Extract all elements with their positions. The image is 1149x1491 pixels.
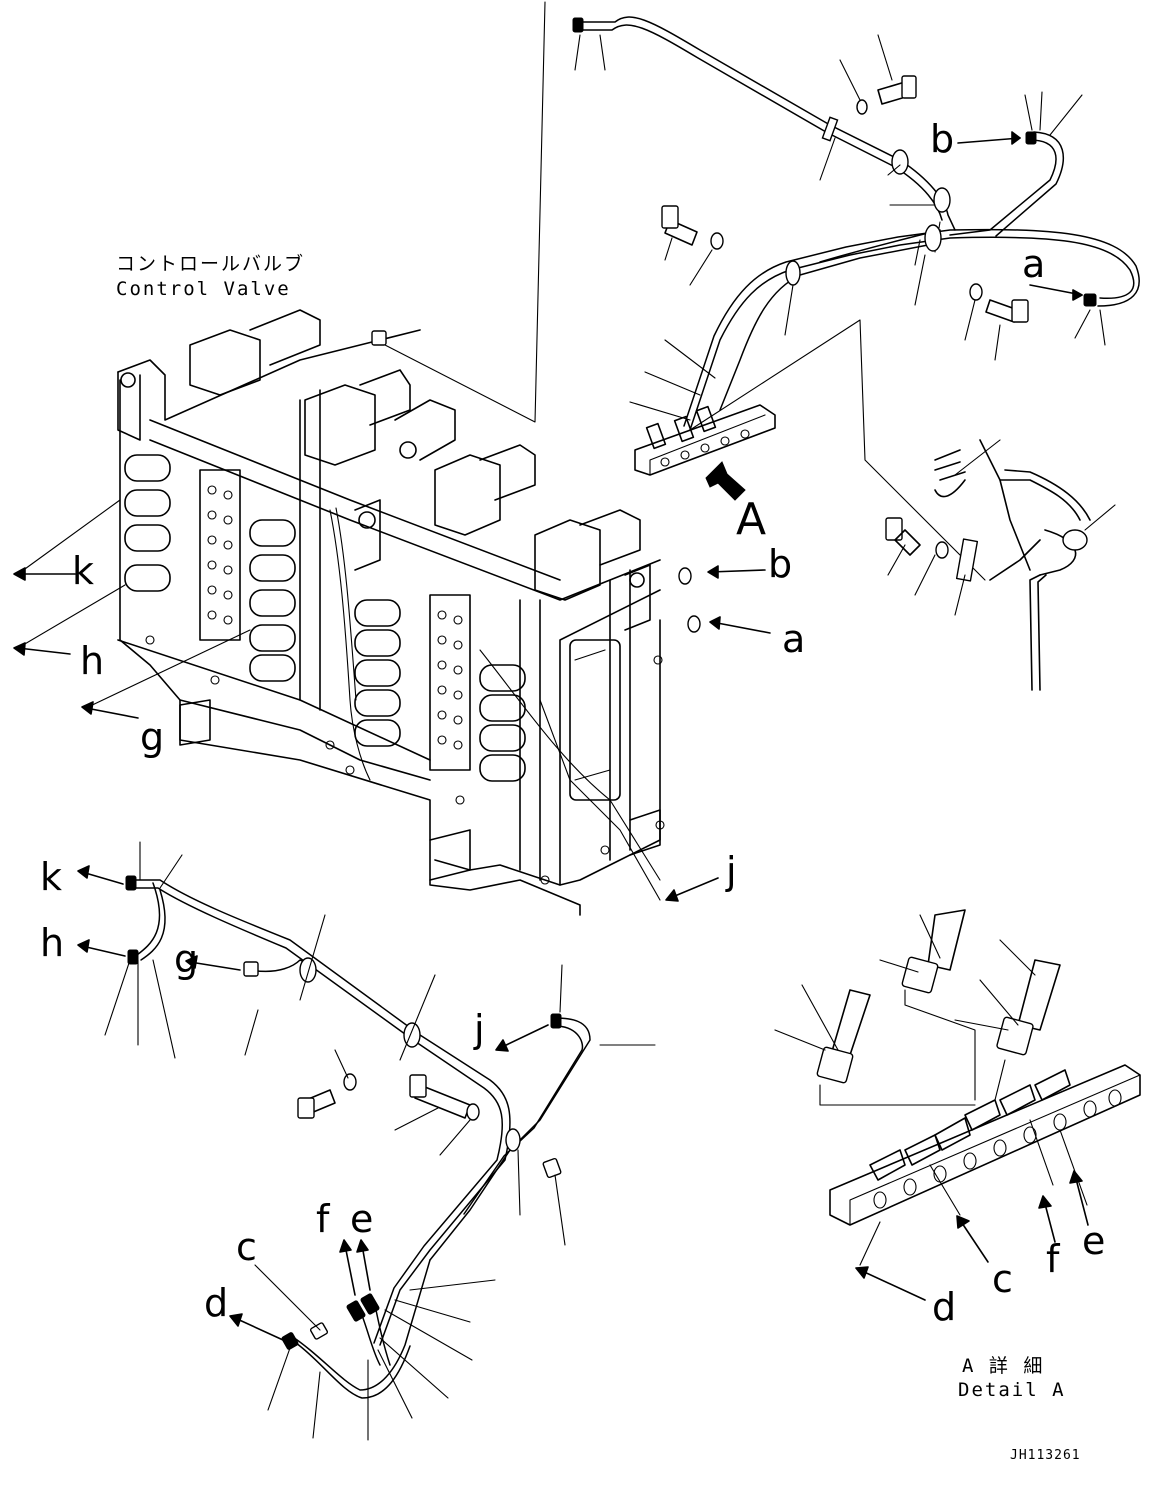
port-label-g-harness: g: [174, 937, 199, 981]
port-label-k-valve: k: [72, 549, 95, 593]
port-label-e-detail: e: [1082, 1219, 1106, 1263]
port-label-h-valve: h: [80, 639, 105, 683]
lower-harness: [13, 499, 719, 1441]
port-label-e-harness: e: [350, 1197, 374, 1241]
port-label-b-valve: b: [768, 542, 793, 586]
control-valve-title-en: Control Valve: [116, 278, 291, 300]
detail-a-title-jp: A 詳 細: [962, 1355, 1045, 1377]
detail-a-title-en: Detail A: [958, 1379, 1066, 1401]
port-label-f-harness: f: [316, 1197, 330, 1241]
upper-harness: [371, 1, 1140, 691]
port-label-a-top: a: [1022, 242, 1046, 286]
port-label-b-top: b: [930, 117, 955, 161]
port-label-k-harness: k: [40, 855, 63, 899]
port-label-j-valve: j: [726, 849, 737, 893]
control-valve-title-jp: コントロールバルブ: [116, 253, 306, 275]
port-label-d-detail: d: [932, 1285, 957, 1329]
port-label-c-harness: c: [236, 1225, 257, 1269]
drawing-code: JH113261: [1010, 1448, 1081, 1463]
port-label-g-valve: g: [140, 715, 165, 759]
control-valve-assembly: [117, 309, 665, 916]
port-label-d-harness: d: [204, 1281, 229, 1325]
view-a-label: A: [736, 494, 767, 545]
port-label-f-detail: f: [1046, 1237, 1060, 1281]
port-label-j-harness: j: [474, 1007, 485, 1051]
port-label-c-detail: c: [992, 1257, 1013, 1301]
port-label-a-valve: a: [782, 617, 806, 661]
detail-a-view: [774, 909, 1141, 1301]
port-label-h-harness: h: [40, 921, 65, 965]
